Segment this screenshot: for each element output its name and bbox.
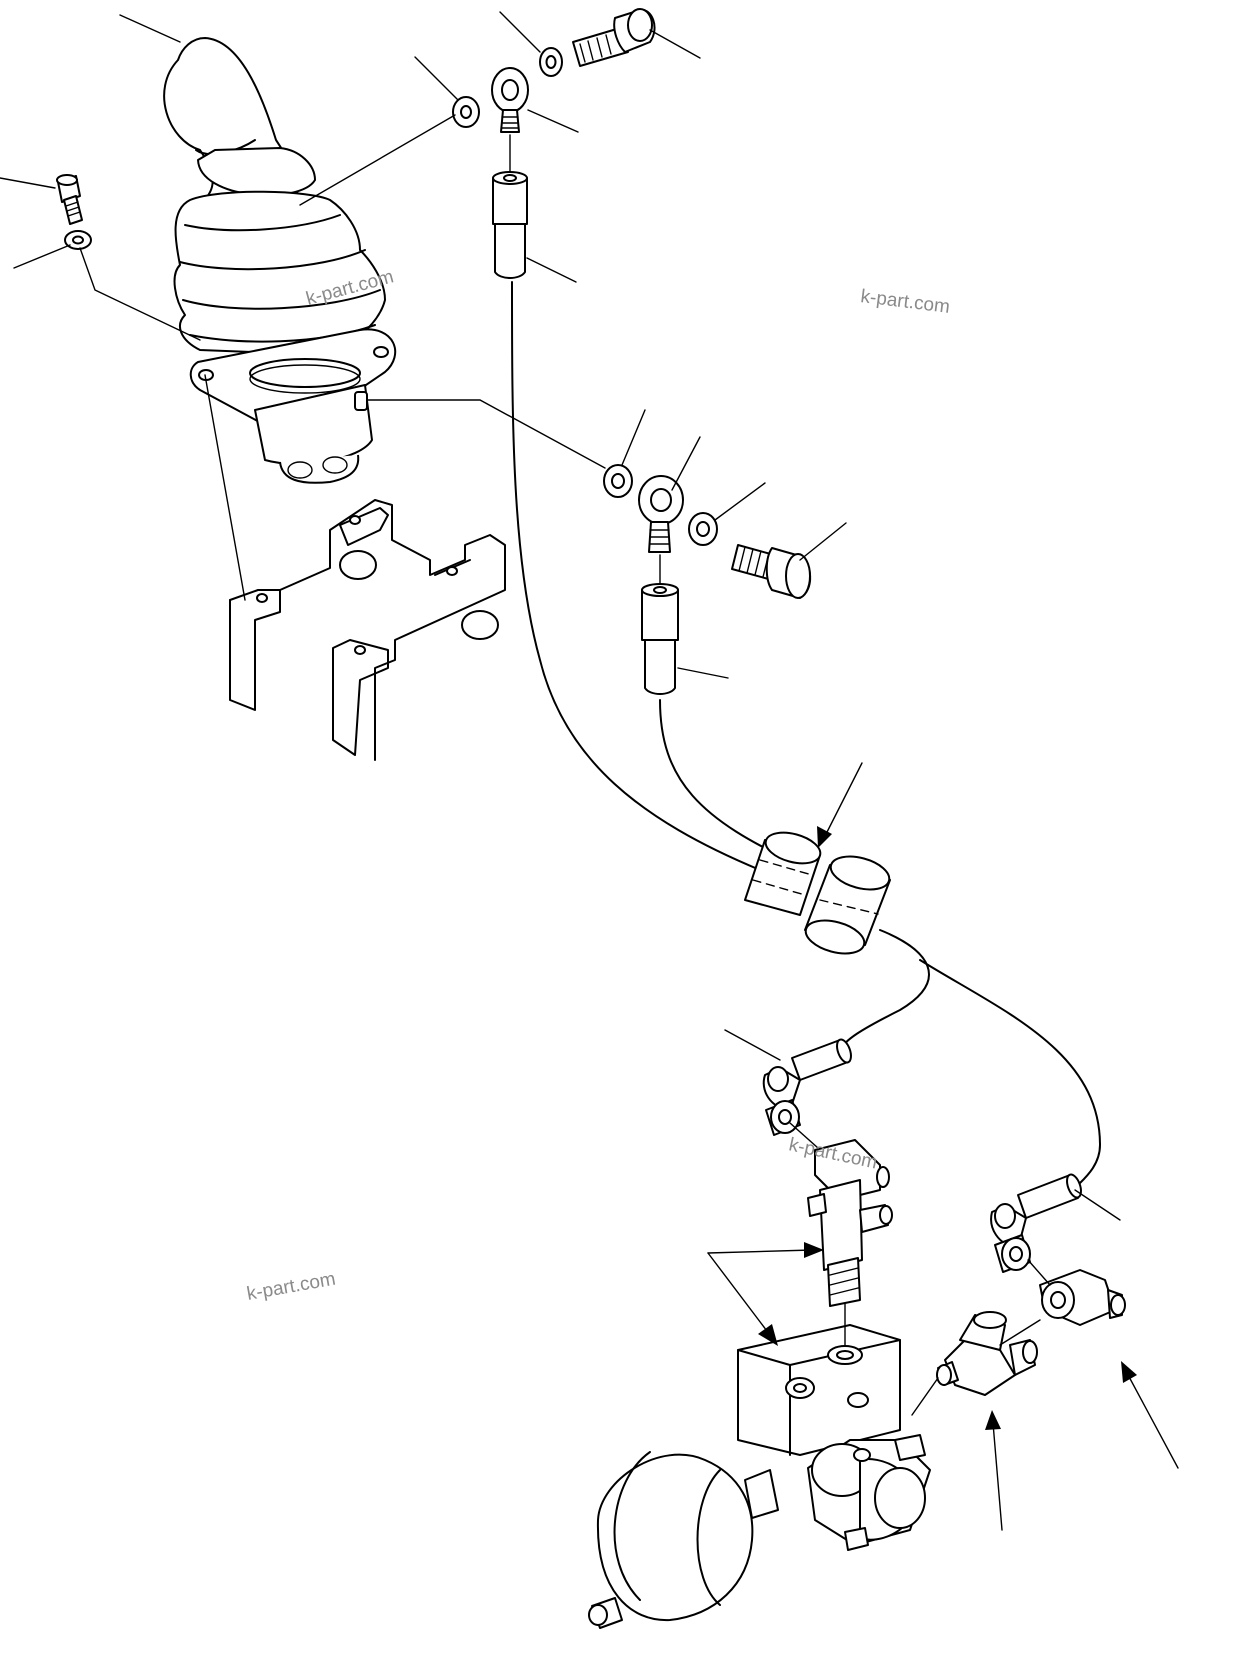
hose-fitting-top bbox=[492, 171, 528, 279]
washer-mid-right bbox=[688, 512, 718, 546]
callout-leaders bbox=[0, 11, 1121, 1221]
reference-arrows bbox=[707, 762, 1179, 1531]
watermark-text: k-part.com bbox=[859, 286, 951, 318]
washer-top-right bbox=[539, 47, 563, 77]
banjo-bolt-top bbox=[572, 8, 656, 67]
hose-protector-sleeve bbox=[744, 831, 891, 955]
washer-left bbox=[64, 230, 92, 250]
banjo-eye-top bbox=[491, 67, 529, 133]
banjo-eye-mid bbox=[638, 475, 684, 553]
assembly-guide-lines bbox=[79, 114, 1051, 1416]
shuttle-valve bbox=[807, 1139, 893, 1307]
tee-fitting bbox=[936, 1311, 1038, 1396]
elbow-fitting-right bbox=[990, 1173, 1082, 1273]
washer-mid-left bbox=[603, 464, 633, 498]
hose-lines bbox=[511, 281, 1101, 1186]
valve-block bbox=[737, 1324, 901, 1456]
accumulator bbox=[588, 1451, 779, 1629]
elbow-fitting-bottom-right bbox=[1039, 1269, 1126, 1326]
solenoid-valve bbox=[807, 1434, 931, 1551]
cap-screw-left bbox=[56, 174, 83, 225]
mounting-bracket bbox=[229, 499, 506, 761]
joystick-lever bbox=[163, 37, 397, 484]
hose-fitting-mid bbox=[641, 583, 679, 695]
washer-top-left bbox=[452, 96, 480, 128]
watermark-text: k-part.com bbox=[245, 1269, 337, 1305]
elbow-fitting-left bbox=[762, 1038, 852, 1136]
banjo-bolt-mid bbox=[731, 544, 812, 599]
